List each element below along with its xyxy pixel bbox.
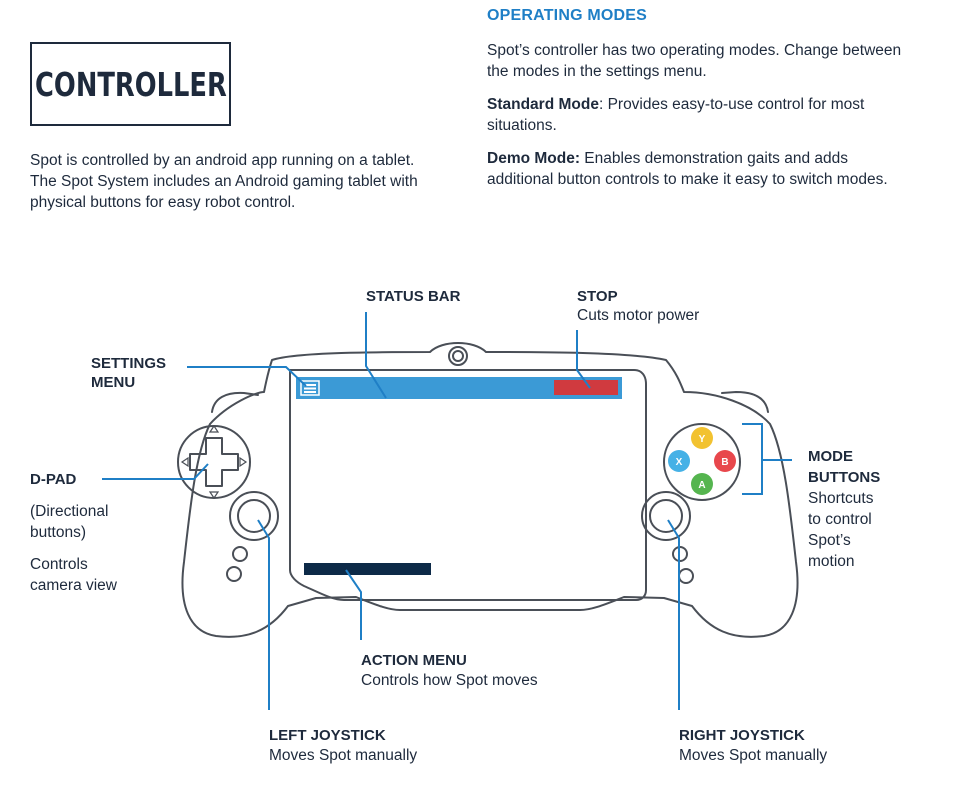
d-pad-up-arrow xyxy=(208,424,220,433)
settings-menu-callout xyxy=(187,366,307,387)
d-pad-cross xyxy=(189,437,239,487)
face-button-b xyxy=(714,450,736,472)
face-button-x-label: X xyxy=(676,457,683,468)
operating-modes-heading: OPERATING MODES xyxy=(487,7,648,24)
left-shoulder-bumper xyxy=(211,391,259,413)
d-pad-down-arrow xyxy=(208,491,220,500)
face-button-a-label: A xyxy=(698,480,705,491)
face-button-y-label: Y xyxy=(699,434,706,445)
right-small-button-2 xyxy=(678,568,694,584)
mode-buttons-label: MODE xyxy=(808,448,853,465)
page-title: CONTROLLER xyxy=(34,64,227,104)
face-button-y xyxy=(691,427,713,449)
d-pad-description-1: (Directional xyxy=(30,503,109,520)
left-small-button-2 xyxy=(226,566,242,582)
right-joystick-label: RIGHT JOYSTICK xyxy=(679,727,805,744)
d-pad-right-arrow xyxy=(239,456,248,468)
right-joystick-callout xyxy=(667,519,680,710)
status-bar-callout xyxy=(365,312,387,399)
screen-bezel xyxy=(289,369,647,601)
left-joystick-callout xyxy=(257,519,270,710)
stop-label: STOP xyxy=(577,288,618,305)
mode-buttons-description-2: to control xyxy=(808,511,872,528)
right-joystick-cap xyxy=(649,499,683,533)
demo-mode-name: Demo Mode: xyxy=(487,150,580,167)
d-pad-description-4: camera view xyxy=(30,577,117,594)
mode-buttons-label-line-2: BUTTONS xyxy=(808,469,881,486)
mode-buttons-description-4: motion xyxy=(808,553,855,570)
mode-buttons-callout xyxy=(742,423,792,495)
face-buttons-ring xyxy=(663,423,741,501)
d-pad-left-arrow xyxy=(180,456,189,468)
demo-mode-text: Enables demonstration gaits and adds add… xyxy=(487,150,888,188)
d-pad-description-2: buttons) xyxy=(30,524,87,541)
left-joystick-description: Moves Spot manually xyxy=(269,747,418,764)
action-menu-bar xyxy=(304,563,431,575)
status-bar-label: STATUS BAR xyxy=(366,288,461,305)
right-joystick-ring xyxy=(641,491,691,541)
settings-menu-label: SETTINGS xyxy=(91,355,167,372)
left-joystick-label: LEFT JOYSTICK xyxy=(269,727,386,744)
left-small-button-1 xyxy=(232,546,248,562)
stop-button xyxy=(554,380,618,395)
camera-ring xyxy=(448,346,468,366)
d-pad-label: D-PAD xyxy=(30,471,77,488)
controller-intro: Spot is controlled by an android app run… xyxy=(30,152,418,211)
face-button-a xyxy=(691,473,713,495)
left-joystick-cap xyxy=(237,499,271,533)
face-button-b-label: B xyxy=(721,457,728,468)
stop-description: Cuts motor power xyxy=(577,307,700,324)
operating-modes-intro: Spot’s controller has two operating mode… xyxy=(487,42,902,80)
title-box: CONTROLLER xyxy=(30,42,231,126)
stop-callout xyxy=(576,330,591,389)
d-pad-ring xyxy=(177,425,251,499)
action-menu-description: Controls how Spot moves xyxy=(361,672,538,689)
settings-menu-label-line-2: MENU xyxy=(91,374,136,391)
action-menu-label: ACTION MENU xyxy=(361,652,467,669)
status-bar xyxy=(296,377,622,399)
mode-buttons-description-1: Shortcuts xyxy=(808,490,874,507)
action-menu-callout xyxy=(345,569,362,640)
right-joystick-description: Moves Spot manually xyxy=(679,747,828,764)
demo-mode-paragraph: Demo Mode: Enables demonstration gaits a… xyxy=(487,148,907,190)
mode-buttons-description-3: Spot’s xyxy=(808,532,851,549)
controller-body xyxy=(181,342,799,638)
face-button-x xyxy=(668,450,690,472)
standard-mode-paragraph: Standard Mode: Provides easy-to-use cont… xyxy=(487,94,927,136)
left-joystick-ring xyxy=(229,491,279,541)
standard-mode-name: Standard Mode xyxy=(487,96,599,113)
d-pad-callout xyxy=(102,463,209,480)
d-pad-description-3: Controls xyxy=(30,556,88,573)
camera-lens xyxy=(452,350,464,362)
right-shoulder-bumper xyxy=(721,391,769,413)
standard-mode-text: : Provides easy-to-use control for most … xyxy=(487,96,865,134)
